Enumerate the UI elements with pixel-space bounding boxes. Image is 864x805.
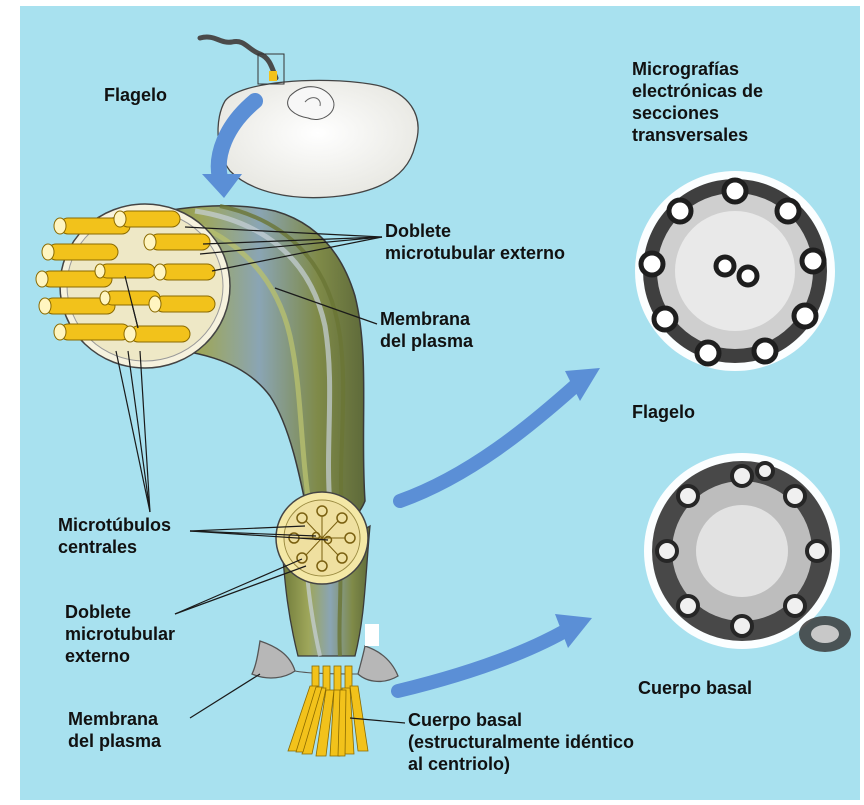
label-doblete-top: Doblete microtubular externo (385, 220, 565, 264)
label-micrografias: Micrografías electrónicas de secciones t… (632, 58, 763, 146)
label-membrana-bottom: Membrana del plasma (68, 708, 161, 752)
label-flagelo-micrograph: Flagelo (632, 401, 695, 423)
arrow-to-basal-micrograph-icon (398, 631, 565, 691)
flagellum-strand-icon (200, 37, 276, 78)
label-cuerpo-basal-caption: Cuerpo basal (estructuralmente idéntico … (408, 709, 634, 775)
label-flagelo-top: Flagelo (104, 84, 167, 106)
label-membrana-top: Membrana del plasma (380, 308, 473, 352)
label-cuerpo-basal-micrograph: Cuerpo basal (638, 677, 752, 699)
micrograph-flagelo (635, 171, 835, 371)
arrow-to-flagelo-micrograph-icon (400, 386, 575, 501)
micrograph-cuerpo-basal (644, 453, 851, 652)
label-doblete-bottom: Doblete microtubular externo (65, 601, 175, 667)
label-microtubulos-centrales: Microtúbulos centrales (58, 514, 171, 558)
basal-body-bundle (288, 666, 368, 756)
diagram-canvas: Flagelo Micrografías electrónicas de sec… (20, 6, 860, 800)
